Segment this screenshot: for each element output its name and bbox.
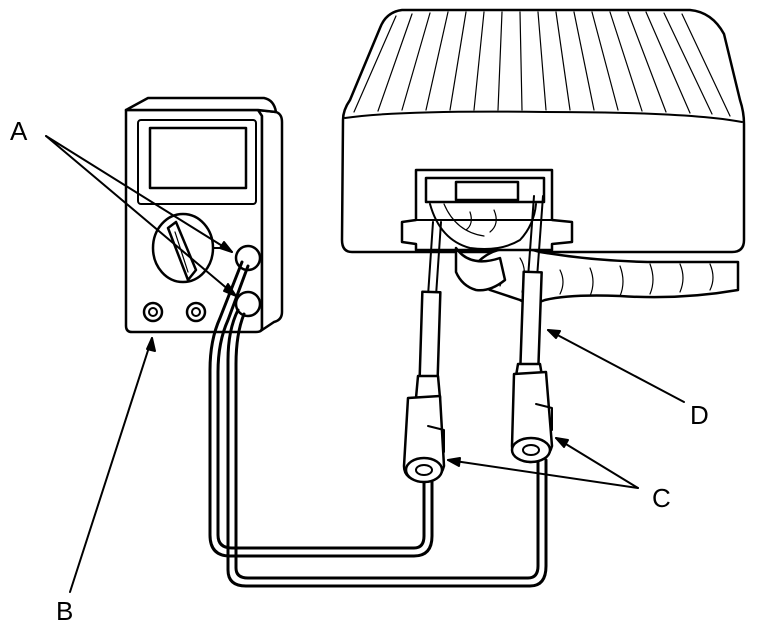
multimeter-display xyxy=(148,126,248,190)
jack-common-1 xyxy=(142,301,164,323)
label-c: C xyxy=(652,483,671,513)
test-probe-left xyxy=(402,221,446,484)
cooling-ribs xyxy=(353,11,731,117)
connector xyxy=(400,168,574,292)
jack-common-2 xyxy=(185,301,207,323)
test-leads xyxy=(208,260,548,588)
control-unit xyxy=(340,8,746,305)
label-a: A xyxy=(10,116,28,146)
label-d: D xyxy=(690,400,709,430)
callout-leaders xyxy=(45,135,685,593)
test-probe-right xyxy=(510,195,554,464)
multimeter-icon xyxy=(124,96,284,334)
wiring-harness xyxy=(474,246,740,305)
jack-lower xyxy=(234,290,262,318)
label-b: B xyxy=(56,596,73,626)
